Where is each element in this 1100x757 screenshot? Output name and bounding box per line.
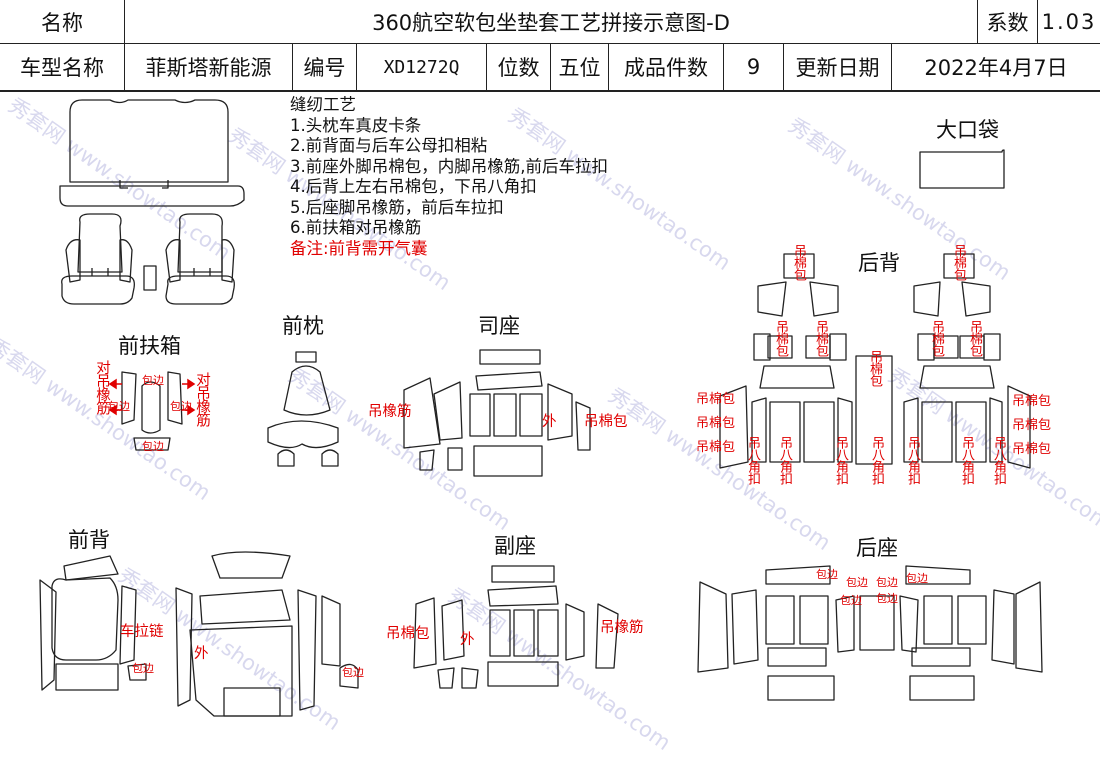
rear-back-buckle-label: 吊八角扣 <box>869 436 884 484</box>
rear-back-buckle-label: 吊八角扣 <box>959 436 974 484</box>
notes-item: 3.前座外脚吊棉包，内脚吊橡筋,前后车拉扣 <box>290 156 608 176</box>
coef-value: 1.03 <box>1038 0 1100 44</box>
armrest-rubber-label-right: 对吊橡筋 <box>194 372 210 426</box>
rear-back-cotton-label: 吊棉包 <box>696 416 736 431</box>
front-headrest-parts <box>267 351 339 467</box>
annotation-arrows <box>108 378 196 416</box>
driver-seat-parts <box>403 349 591 477</box>
name-label: 名称 <box>0 0 125 44</box>
passenger-rubber-label: 吊橡筋 <box>600 620 644 636</box>
rear-back-buckle-label: 吊八角扣 <box>991 436 1006 484</box>
rear-seat-title: 后座 <box>856 536 898 560</box>
notes-title: 缝纫工艺 <box>290 95 356 114</box>
rear-back-cotton-label: 吊棉包 <box>696 392 736 407</box>
rear-back-cotton-label: 吊棉包 <box>791 244 806 280</box>
overview-rear-seat <box>59 99 245 207</box>
front-back-binding-label: 包边 <box>132 662 154 675</box>
overview-front-seat-right <box>165 213 235 305</box>
model-value: 菲斯塔新能源 <box>125 44 293 90</box>
rear-back-buckle-label: 吊八角扣 <box>745 436 760 484</box>
coef-label: 系数 <box>978 0 1038 44</box>
overview-console <box>143 265 157 291</box>
date-label: 更新日期 <box>784 44 892 90</box>
rear-back-cotton-label: 吊棉包 <box>1012 418 1052 433</box>
arrow-right-icon <box>187 378 196 390</box>
seat-label: 位数 <box>487 44 551 90</box>
rear-back-title: 后背 <box>858 251 900 275</box>
rear-back-buckle-label: 吊八角扣 <box>833 436 848 484</box>
driver-rubber-label: 吊橡筋 <box>368 404 412 420</box>
sheet-title: 360航空软包坐垫套工艺拼接示意图-D <box>125 0 978 44</box>
rear-back-cotton-label: 吊棉包 <box>1012 442 1052 457</box>
passenger-outer-label: 外 <box>460 632 475 648</box>
date-value: 2022年4月7日 <box>924 56 1068 80</box>
rear-seat-binding-label: 包边 <box>906 572 928 585</box>
pattern-drawings <box>39 99 1043 717</box>
rear-seat-binding-label: 包边 <box>846 576 868 589</box>
driver-seat-title: 司座 <box>478 314 520 338</box>
code-value: XD1272Q <box>357 44 487 90</box>
armrest-binding-label: 包边 <box>142 374 164 387</box>
notes-item: 5.后座脚吊橡筋，前后车拉扣 <box>290 197 504 217</box>
rear-back-parts <box>719 253 1031 469</box>
rear-seat-binding-label: 包边 <box>876 576 898 589</box>
front-headrest-title: 前枕 <box>282 314 324 338</box>
pieces-label: 成品件数 <box>609 44 724 90</box>
rear-back-cotton-label: 吊棉包 <box>951 244 966 280</box>
arrow-right-icon <box>187 404 196 416</box>
overview-front-seat-left <box>61 213 135 305</box>
passenger-seat-parts <box>413 565 619 689</box>
front-armrest-parts <box>121 371 183 451</box>
rear-back-cotton-label: 吊棉包 <box>813 320 828 356</box>
front-back-zipper-label: 车拉链 <box>120 624 164 640</box>
big-bag-shape <box>919 149 1005 189</box>
driver-cotton-label: 吊棉包 <box>584 414 628 430</box>
rear-back-buckle-label: 吊八角扣 <box>905 436 920 484</box>
front-armrest-title: 前扶箱 <box>118 334 181 358</box>
rear-back-cotton-label: 吊棉包 <box>929 320 944 356</box>
rear-seat-binding-label: 包边 <box>840 594 862 607</box>
front-back-binding-label: 包边 <box>342 666 364 679</box>
rear-back-cotton-label: 吊棉包 <box>773 320 788 356</box>
front-back-parts <box>39 551 359 717</box>
notes-item: 2.前背面与后车公母扣相粘 <box>290 136 488 155</box>
sewing-notes: 缝纫工艺 1.头枕车真皮卡条 2.前背面与后车公母扣相粘 3.前座外脚吊棉包，内… <box>290 95 608 259</box>
big-bag-title: 大口袋 <box>936 118 999 142</box>
rear-seat-binding-label: 包边 <box>876 592 898 605</box>
rear-seat-binding-label: 包边 <box>816 568 838 581</box>
arrow-left-icon <box>108 378 117 390</box>
model-label: 车型名称 <box>0 44 125 90</box>
front-back-outer-label: 外 <box>194 646 209 662</box>
rear-seat-parts <box>697 565 1043 701</box>
notes-remark: 备注:前背需开气囊 <box>290 238 428 258</box>
rear-back-cotton-label: 吊棉包 <box>867 350 882 386</box>
driver-outer-label: 外 <box>542 414 557 430</box>
seat-value: 五位 <box>551 44 609 90</box>
header-table: 名称 360航空软包坐垫套工艺拼接示意图-D 系数 1.03 车型名称 菲斯塔新… <box>0 0 1100 92</box>
code-label: 编号 <box>293 44 357 90</box>
notes-item: 6.前扶箱对吊橡筋 <box>290 218 422 237</box>
notes-item: 4.后背上左右吊棉包，下吊八角扣 <box>290 177 537 196</box>
rear-back-cotton-label: 吊棉包 <box>696 440 736 455</box>
arrow-left-icon <box>108 404 117 416</box>
rear-back-cotton-label: 吊棉包 <box>1012 394 1052 409</box>
armrest-binding-label: 包边 <box>142 440 164 453</box>
passenger-cotton-label: 吊棉包 <box>386 626 430 642</box>
rear-back-buckle-label: 吊八角扣 <box>777 436 792 484</box>
notes-item: 1.头枕车真皮卡条 <box>290 115 422 135</box>
pieces-value: 9 <box>724 44 784 90</box>
front-back-title: 前背 <box>68 528 110 552</box>
armrest-rubber-label-left: 对吊橡筋 <box>94 360 110 414</box>
passenger-seat-title: 副座 <box>494 534 536 558</box>
rear-back-cotton-label: 吊棉包 <box>967 320 982 356</box>
